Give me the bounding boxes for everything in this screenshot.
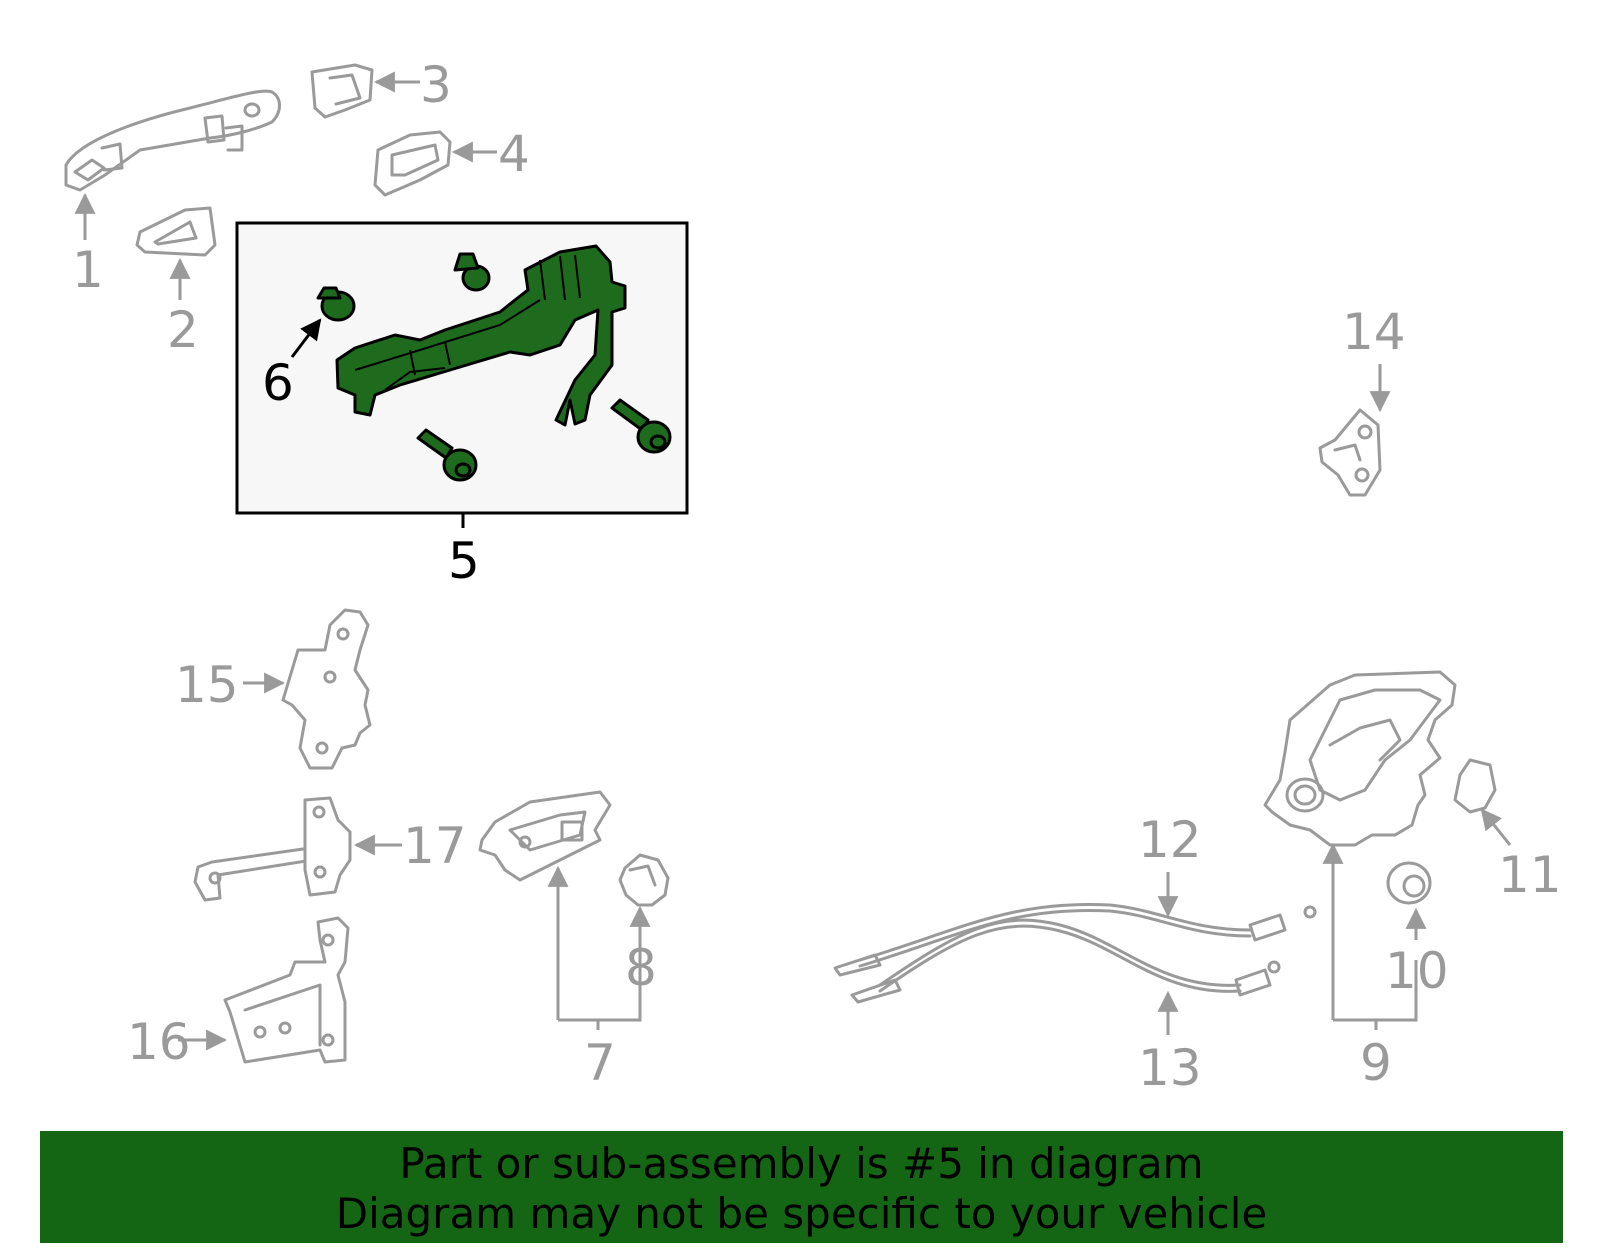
label-10: 10	[1385, 942, 1449, 1000]
leader-lines	[74, 71, 1512, 1051]
label-6: 6	[262, 354, 294, 412]
label-15: 15	[175, 656, 239, 714]
part-2-pad[interactable]	[135, 206, 217, 257]
part-16-lower-hinge[interactable]	[223, 916, 350, 1064]
part-10-washer[interactable]	[1386, 861, 1432, 905]
label-5: 5	[448, 532, 480, 590]
label-7: 7	[584, 1034, 616, 1092]
part-4-gasket[interactable]	[373, 130, 452, 197]
label-9: 9	[1360, 1034, 1392, 1092]
callout-numbers: 1 2 3 4 5 6 7 8 9 10 11 12 13 14 15 16 1…	[72, 56, 1562, 1097]
label-16: 16	[127, 1013, 191, 1071]
label-17: 17	[403, 817, 467, 875]
banner-line-2: Diagram may not be specific to your vehi…	[335, 1189, 1268, 1238]
label-3: 3	[420, 56, 452, 114]
label-13: 13	[1138, 1039, 1202, 1097]
label-12: 12	[1138, 811, 1202, 869]
label-2: 2	[167, 301, 199, 359]
label-14: 14	[1342, 303, 1406, 361]
label-1: 1	[72, 241, 104, 299]
part-12-13-cables[interactable]	[833, 902, 1317, 1004]
label-8: 8	[625, 939, 657, 997]
part-5-handle-frame-assembly[interactable]	[235, 221, 689, 515]
part-8-cap[interactable]	[618, 853, 670, 907]
part-11-cap[interactable]	[1453, 758, 1497, 814]
info-banner: Part or sub-assembly is #5 in diagram Di…	[40, 1131, 1563, 1243]
part-15-hinge[interactable]	[281, 608, 372, 770]
label-4: 4	[498, 125, 530, 183]
label-11: 11	[1498, 846, 1562, 904]
banner-line-1: Part or sub-assembly is #5 in diagram	[399, 1139, 1204, 1188]
part-7-inside-handle[interactable]	[478, 790, 612, 882]
part-3-cap[interactable]	[310, 63, 374, 119]
part-17-door-check[interactable]	[193, 796, 352, 902]
part-14-striker[interactable]	[1318, 408, 1382, 497]
part-9-door-latch[interactable]	[1263, 670, 1457, 847]
part-1-outer-handle[interactable]	[64, 89, 281, 192]
